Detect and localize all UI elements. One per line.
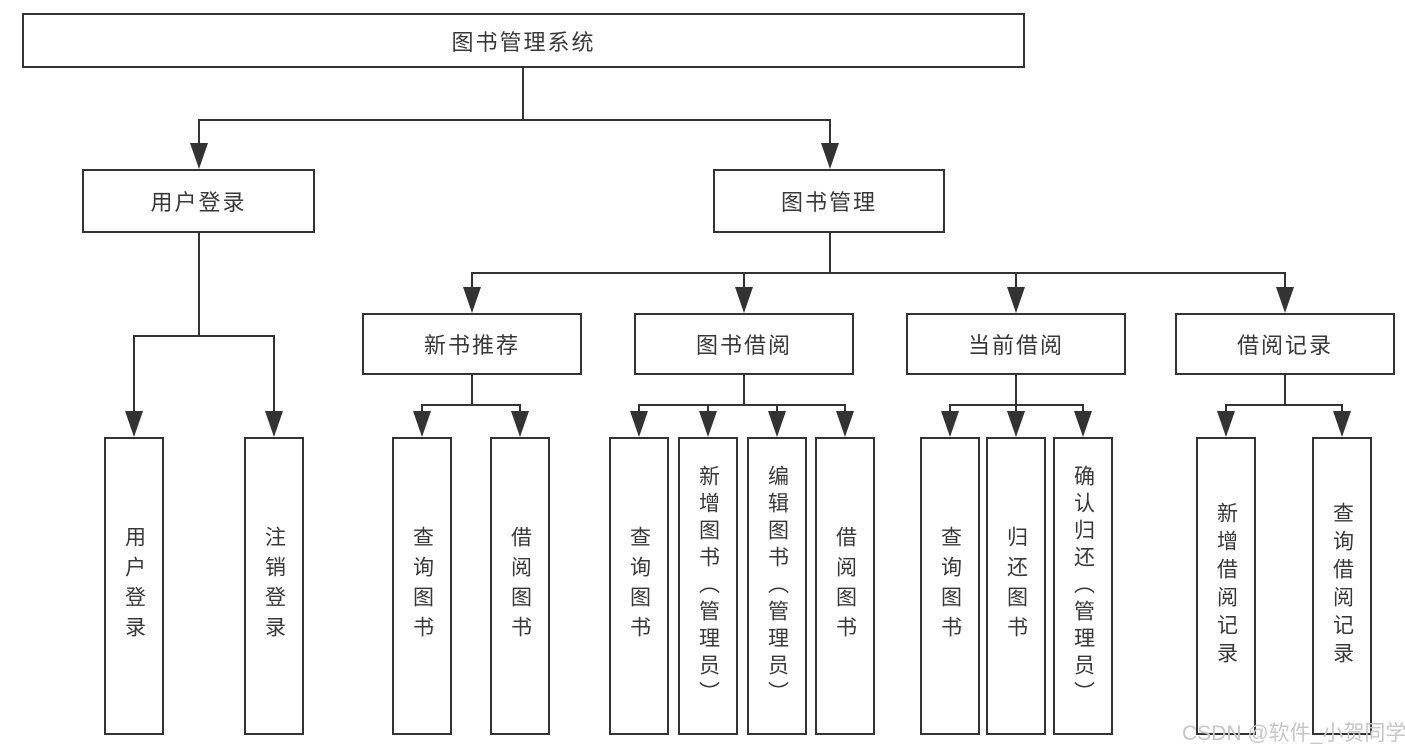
node-current-borrowing: 当前借阅	[906, 313, 1126, 375]
node-leaf-query-books-borrowing: 查询图书	[609, 437, 669, 735]
node-label: 查询图书	[627, 526, 651, 646]
edge-drop-line	[638, 405, 640, 414]
arrowhead-down-icon	[1333, 411, 1351, 437]
node-new-book-recommendation: 新书推荐	[362, 313, 582, 375]
arrowhead-down-icon	[413, 411, 431, 437]
node-label: 新增借阅记录	[1214, 502, 1238, 670]
node-leaf-query-books-recommend: 查询图书	[392, 437, 452, 735]
node-label: 图书管理系统	[451, 29, 596, 55]
arrowhead-down-icon	[1007, 287, 1025, 313]
arrowhead-down-icon	[463, 287, 481, 313]
node-label: 借阅记录	[1236, 333, 1333, 358]
node-label: 查询图书	[938, 526, 962, 646]
edge-drop-line	[198, 120, 200, 146]
edge-book-borrowing-distribution-line	[638, 404, 846, 406]
node-leaf-borrow-books-borrowing: 借阅图书	[815, 437, 875, 735]
node-label: 图书借阅	[695, 333, 792, 358]
edge-drop-line	[707, 405, 709, 414]
edge-drop-line	[133, 336, 135, 413]
edge-drop-line	[519, 405, 521, 414]
edge-drop-line	[1082, 405, 1084, 414]
arrowhead-down-icon	[125, 411, 143, 437]
arrowhead-down-icon	[699, 411, 717, 437]
node-label: 借阅图书	[833, 526, 857, 646]
arrowhead-down-icon	[1276, 287, 1294, 313]
edge-drop-line	[1284, 273, 1286, 290]
edge-book-management-distribution-line	[471, 272, 1286, 274]
arrowhead-down-icon	[1074, 411, 1092, 437]
node-label: 新书推荐	[423, 333, 520, 358]
node-leaf-confirm-return-admin: 确认归还（管理员）	[1053, 437, 1113, 735]
node-label: 当前借阅	[967, 333, 1064, 358]
node-label: 用户登录	[150, 190, 247, 215]
node-label: 用户登录	[122, 526, 146, 646]
node-label: 注销登录	[262, 526, 286, 646]
node-book-management: 图书管理	[713, 169, 945, 233]
node-leaf-edit-books-admin: 编辑图书（管理员）	[747, 437, 807, 735]
arrowhead-down-icon	[1007, 411, 1025, 437]
node-leaf-query-books-current: 查询图书	[920, 437, 980, 735]
edge-drop-line	[1225, 405, 1227, 414]
node-leaf-borrow-books-recommend: 借阅图书	[490, 437, 550, 735]
node-leaf-add-books-admin: 新增图书（管理员）	[678, 437, 738, 735]
node-user-login: 用户登录	[82, 169, 315, 233]
node-leaf-return-books: 归还图书	[986, 437, 1046, 735]
edge-new-book-stem-line	[471, 375, 473, 406]
edge-root-stem-line	[522, 68, 524, 121]
edge-drop-line	[776, 405, 778, 414]
arrowhead-down-icon	[630, 411, 648, 437]
node-label: 借阅图书	[508, 526, 532, 646]
node-label: 图书管理	[780, 190, 877, 215]
arrowhead-down-icon	[735, 287, 753, 313]
arrowhead-down-icon	[511, 411, 529, 437]
arrowhead-down-icon	[768, 411, 786, 437]
node-book-borrowing: 图书借阅	[634, 313, 854, 375]
edge-drop-line	[1015, 273, 1017, 290]
node-leaf-query-borrow-record: 查询借阅记录	[1312, 437, 1372, 735]
node-label: 编辑图书（管理员）	[765, 464, 789, 708]
node-label: 归还图书	[1004, 526, 1028, 646]
edge-book-borrowing-stem-line	[743, 375, 745, 406]
edge-drop-line	[1341, 405, 1343, 414]
node-label: 新增图书（管理员）	[696, 464, 720, 708]
edge-drop-line	[273, 336, 275, 413]
edge-root-distribution-line	[198, 119, 831, 121]
csdn-watermark: CSDN @软件_小贺同学	[1182, 722, 1405, 745]
node-label: 查询借阅记录	[1330, 502, 1354, 670]
node-library-management-system: 图书管理系统	[22, 13, 1025, 68]
edge-drop-line	[743, 273, 745, 290]
node-leaf-add-borrow-record: 新增借阅记录	[1196, 437, 1256, 735]
node-label: 确认归还（管理员）	[1071, 464, 1095, 708]
edge-new-book-distribution-line	[421, 404, 521, 406]
edge-user-login-distribution-line	[133, 335, 275, 337]
edge-book-management-stem-line	[829, 233, 831, 274]
node-leaf-user-login: 用户登录	[104, 437, 164, 735]
edge-borrowing-records-stem-line	[1284, 375, 1286, 406]
edge-drop-line	[829, 120, 831, 146]
arrowhead-down-icon	[821, 143, 839, 169]
arrowhead-down-icon	[941, 411, 959, 437]
node-borrowing-records: 借阅记录	[1175, 313, 1395, 375]
arrowhead-down-icon	[836, 411, 854, 437]
edge-drop-line	[949, 405, 951, 414]
arrowhead-down-icon	[190, 143, 208, 169]
edge-borrowing-records-distribution-line	[1225, 404, 1343, 406]
node-leaf-logout: 注销登录	[244, 437, 304, 735]
edge-drop-line	[471, 273, 473, 290]
edge-drop-line	[844, 405, 846, 414]
arrowhead-down-icon	[1217, 411, 1235, 437]
edge-current-borrowing-stem-line	[1015, 375, 1017, 406]
edge-user-login-stem-line	[198, 233, 200, 337]
arrowhead-down-icon	[265, 411, 283, 437]
edge-drop-line	[1015, 405, 1017, 414]
edge-drop-line	[421, 405, 423, 414]
node-label: 查询图书	[410, 526, 434, 646]
